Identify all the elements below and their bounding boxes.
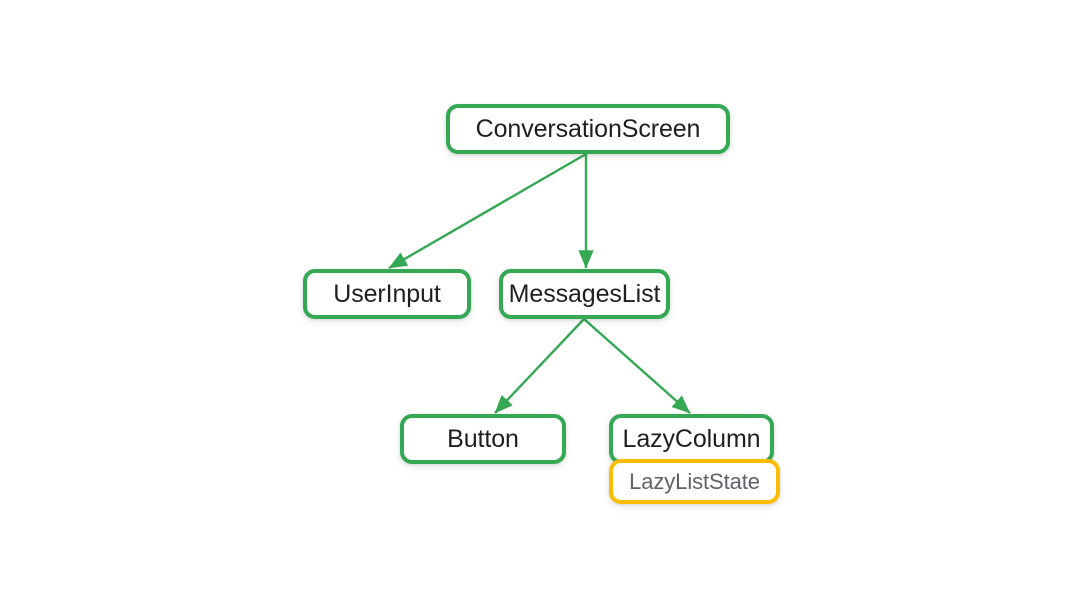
node-messages-list[interactable]: MessagesList bbox=[499, 269, 670, 319]
edge-messages-list-to-lazy-column bbox=[583, 318, 691, 414]
node-label-conversation-screen: ConversationScreen bbox=[475, 114, 701, 143]
node-label-button: Button bbox=[447, 424, 519, 453]
node-label-lazy-column: LazyColumn bbox=[622, 424, 761, 453]
node-lazy-column[interactable]: LazyColumn bbox=[609, 414, 774, 464]
node-label-user-input: UserInput bbox=[333, 279, 441, 308]
edge-conversation-screen-to-user-input bbox=[388, 152, 587, 270]
node-conversation-screen[interactable]: ConversationScreen bbox=[446, 104, 730, 154]
node-label-lazy-list-state: LazyListState bbox=[629, 468, 760, 494]
edge-messages-list-to-button bbox=[494, 318, 585, 414]
node-user-input[interactable]: UserInput bbox=[303, 269, 471, 319]
node-lazy-list-state[interactable]: LazyListState bbox=[609, 459, 780, 504]
node-button[interactable]: Button bbox=[400, 414, 566, 464]
node-label-messages-list: MessagesList bbox=[508, 279, 661, 308]
